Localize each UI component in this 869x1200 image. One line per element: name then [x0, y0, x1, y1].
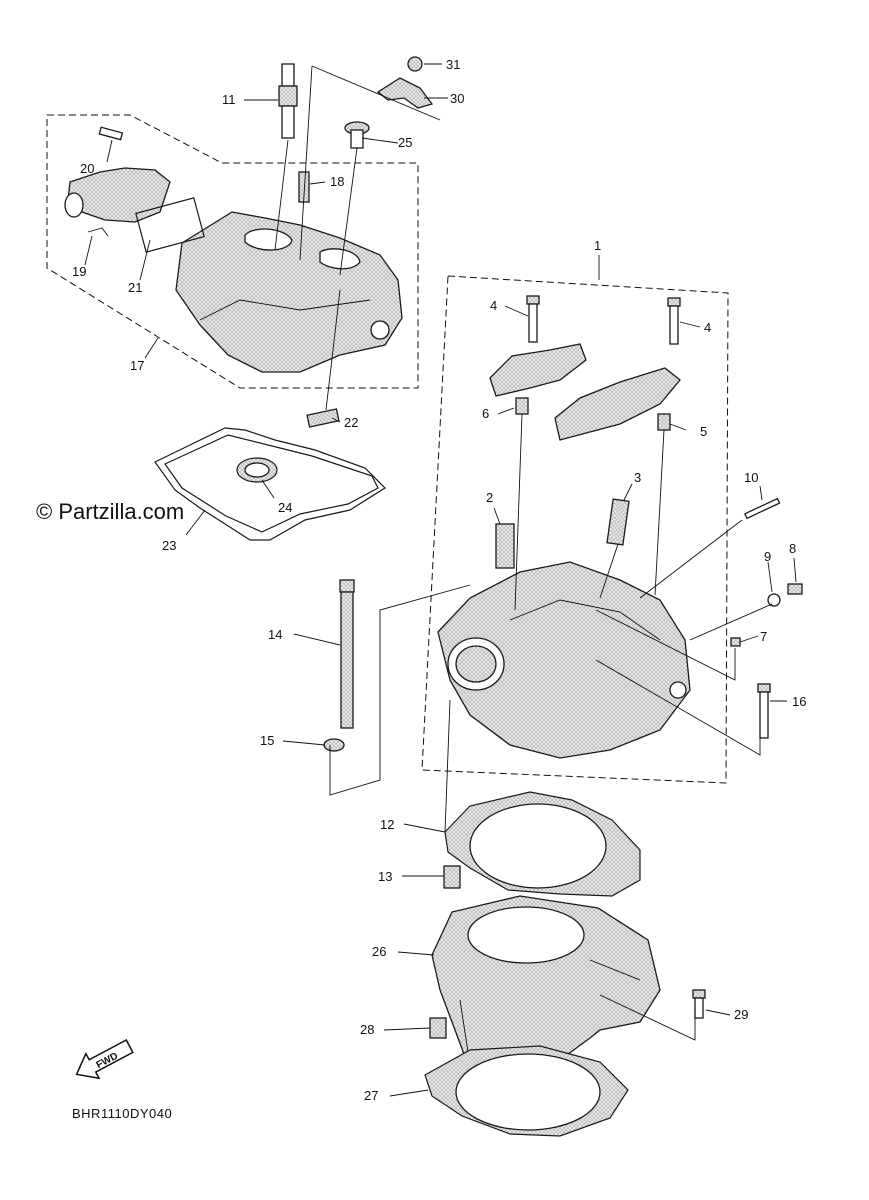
callout-23: 23	[162, 538, 176, 553]
callout-16: 16	[792, 694, 806, 709]
washer-15[interactable]	[323, 738, 345, 752]
thermostat-housing[interactable]	[64, 167, 171, 223]
diagram-code: BHR1110DY040	[72, 1106, 172, 1121]
bracket-30[interactable]	[376, 77, 434, 109]
callout-5: 5	[700, 424, 707, 439]
bolt-4-right[interactable]	[667, 297, 681, 345]
callout-2: 2	[486, 490, 493, 505]
pin-10[interactable]	[743, 497, 781, 520]
callout-12: 12	[380, 817, 394, 832]
clip-19[interactable]	[87, 227, 109, 237]
watermark: © Partzilla.com	[36, 499, 184, 524]
cylinder-head-cover-group-outline	[46, 114, 419, 389]
bolt-4-left[interactable]	[526, 295, 540, 343]
callout-4-right: 4	[704, 320, 711, 335]
callout-28: 28	[360, 1022, 374, 1037]
callout-4-left: 4	[490, 298, 497, 313]
bolt-25[interactable]	[344, 121, 370, 149]
thermostat-gasket[interactable]	[135, 197, 205, 253]
nut-31[interactable]	[407, 56, 423, 72]
head-cover-gasket[interactable]	[154, 427, 386, 541]
pin-7[interactable]	[730, 637, 741, 647]
stud-bolt-14[interactable]	[339, 579, 355, 729]
callout-3: 3	[634, 470, 641, 485]
leader-lines	[84, 63, 797, 1097]
bolt-29[interactable]	[692, 989, 706, 1019]
fwd-label: FWD	[95, 1051, 120, 1071]
callout-10: 10	[744, 470, 758, 485]
bolt-20[interactable]	[98, 126, 124, 141]
callout-17: 17	[130, 358, 144, 373]
callout-30: 30	[450, 91, 464, 106]
callout-1: 1	[594, 238, 601, 253]
callout-18: 18	[330, 174, 344, 189]
callout-27: 27	[364, 1088, 378, 1103]
callout-15: 15	[260, 733, 274, 748]
callout-22: 22	[344, 415, 358, 430]
cylinder[interactable]	[431, 895, 661, 1071]
dowel-5[interactable]	[657, 413, 671, 431]
spark-plug[interactable]	[278, 63, 298, 139]
bolt-8[interactable]	[787, 583, 803, 595]
dowel-28[interactable]	[429, 1017, 447, 1039]
valve-guide-2[interactable]	[495, 523, 515, 569]
callout-13: 13	[378, 869, 392, 884]
cylinder-head-assy-group-outline	[421, 275, 729, 784]
callout-29: 29	[734, 1007, 748, 1022]
dowel-6[interactable]	[515, 397, 529, 415]
stud-bolt-16[interactable]	[757, 683, 771, 739]
cylinder-base-gasket[interactable]	[424, 1045, 629, 1137]
camshaft-cap-right[interactable]	[554, 367, 681, 441]
cylinder-head-cover[interactable]	[175, 211, 403, 373]
callout-6: 6	[482, 406, 489, 421]
valve-guide-3[interactable]	[606, 498, 630, 546]
camshaft-cap-left[interactable]	[489, 343, 587, 397]
callout-8: 8	[789, 541, 796, 556]
dowel-13[interactable]	[443, 865, 461, 889]
callout-11: 11	[222, 92, 236, 107]
cylinder-head[interactable]	[437, 561, 691, 759]
gasket-ring-24[interactable]	[236, 457, 278, 483]
washer-9[interactable]	[767, 593, 781, 607]
fwd-arrow-icon: FWD	[75, 1038, 134, 1080]
callout-26: 26	[372, 944, 386, 959]
callout-25: 25	[398, 135, 412, 150]
callout-7: 7	[760, 629, 767, 644]
callout-19: 19	[72, 264, 86, 279]
callout-9: 9	[764, 549, 771, 564]
cylinder-head-gasket[interactable]	[444, 791, 641, 897]
callout-31: 31	[446, 57, 460, 72]
callout-24: 24	[278, 500, 292, 515]
callout-20: 20	[80, 161, 94, 176]
damper-22[interactable]	[306, 408, 340, 428]
callout-21: 21	[128, 280, 142, 295]
callout-14: 14	[268, 627, 282, 642]
